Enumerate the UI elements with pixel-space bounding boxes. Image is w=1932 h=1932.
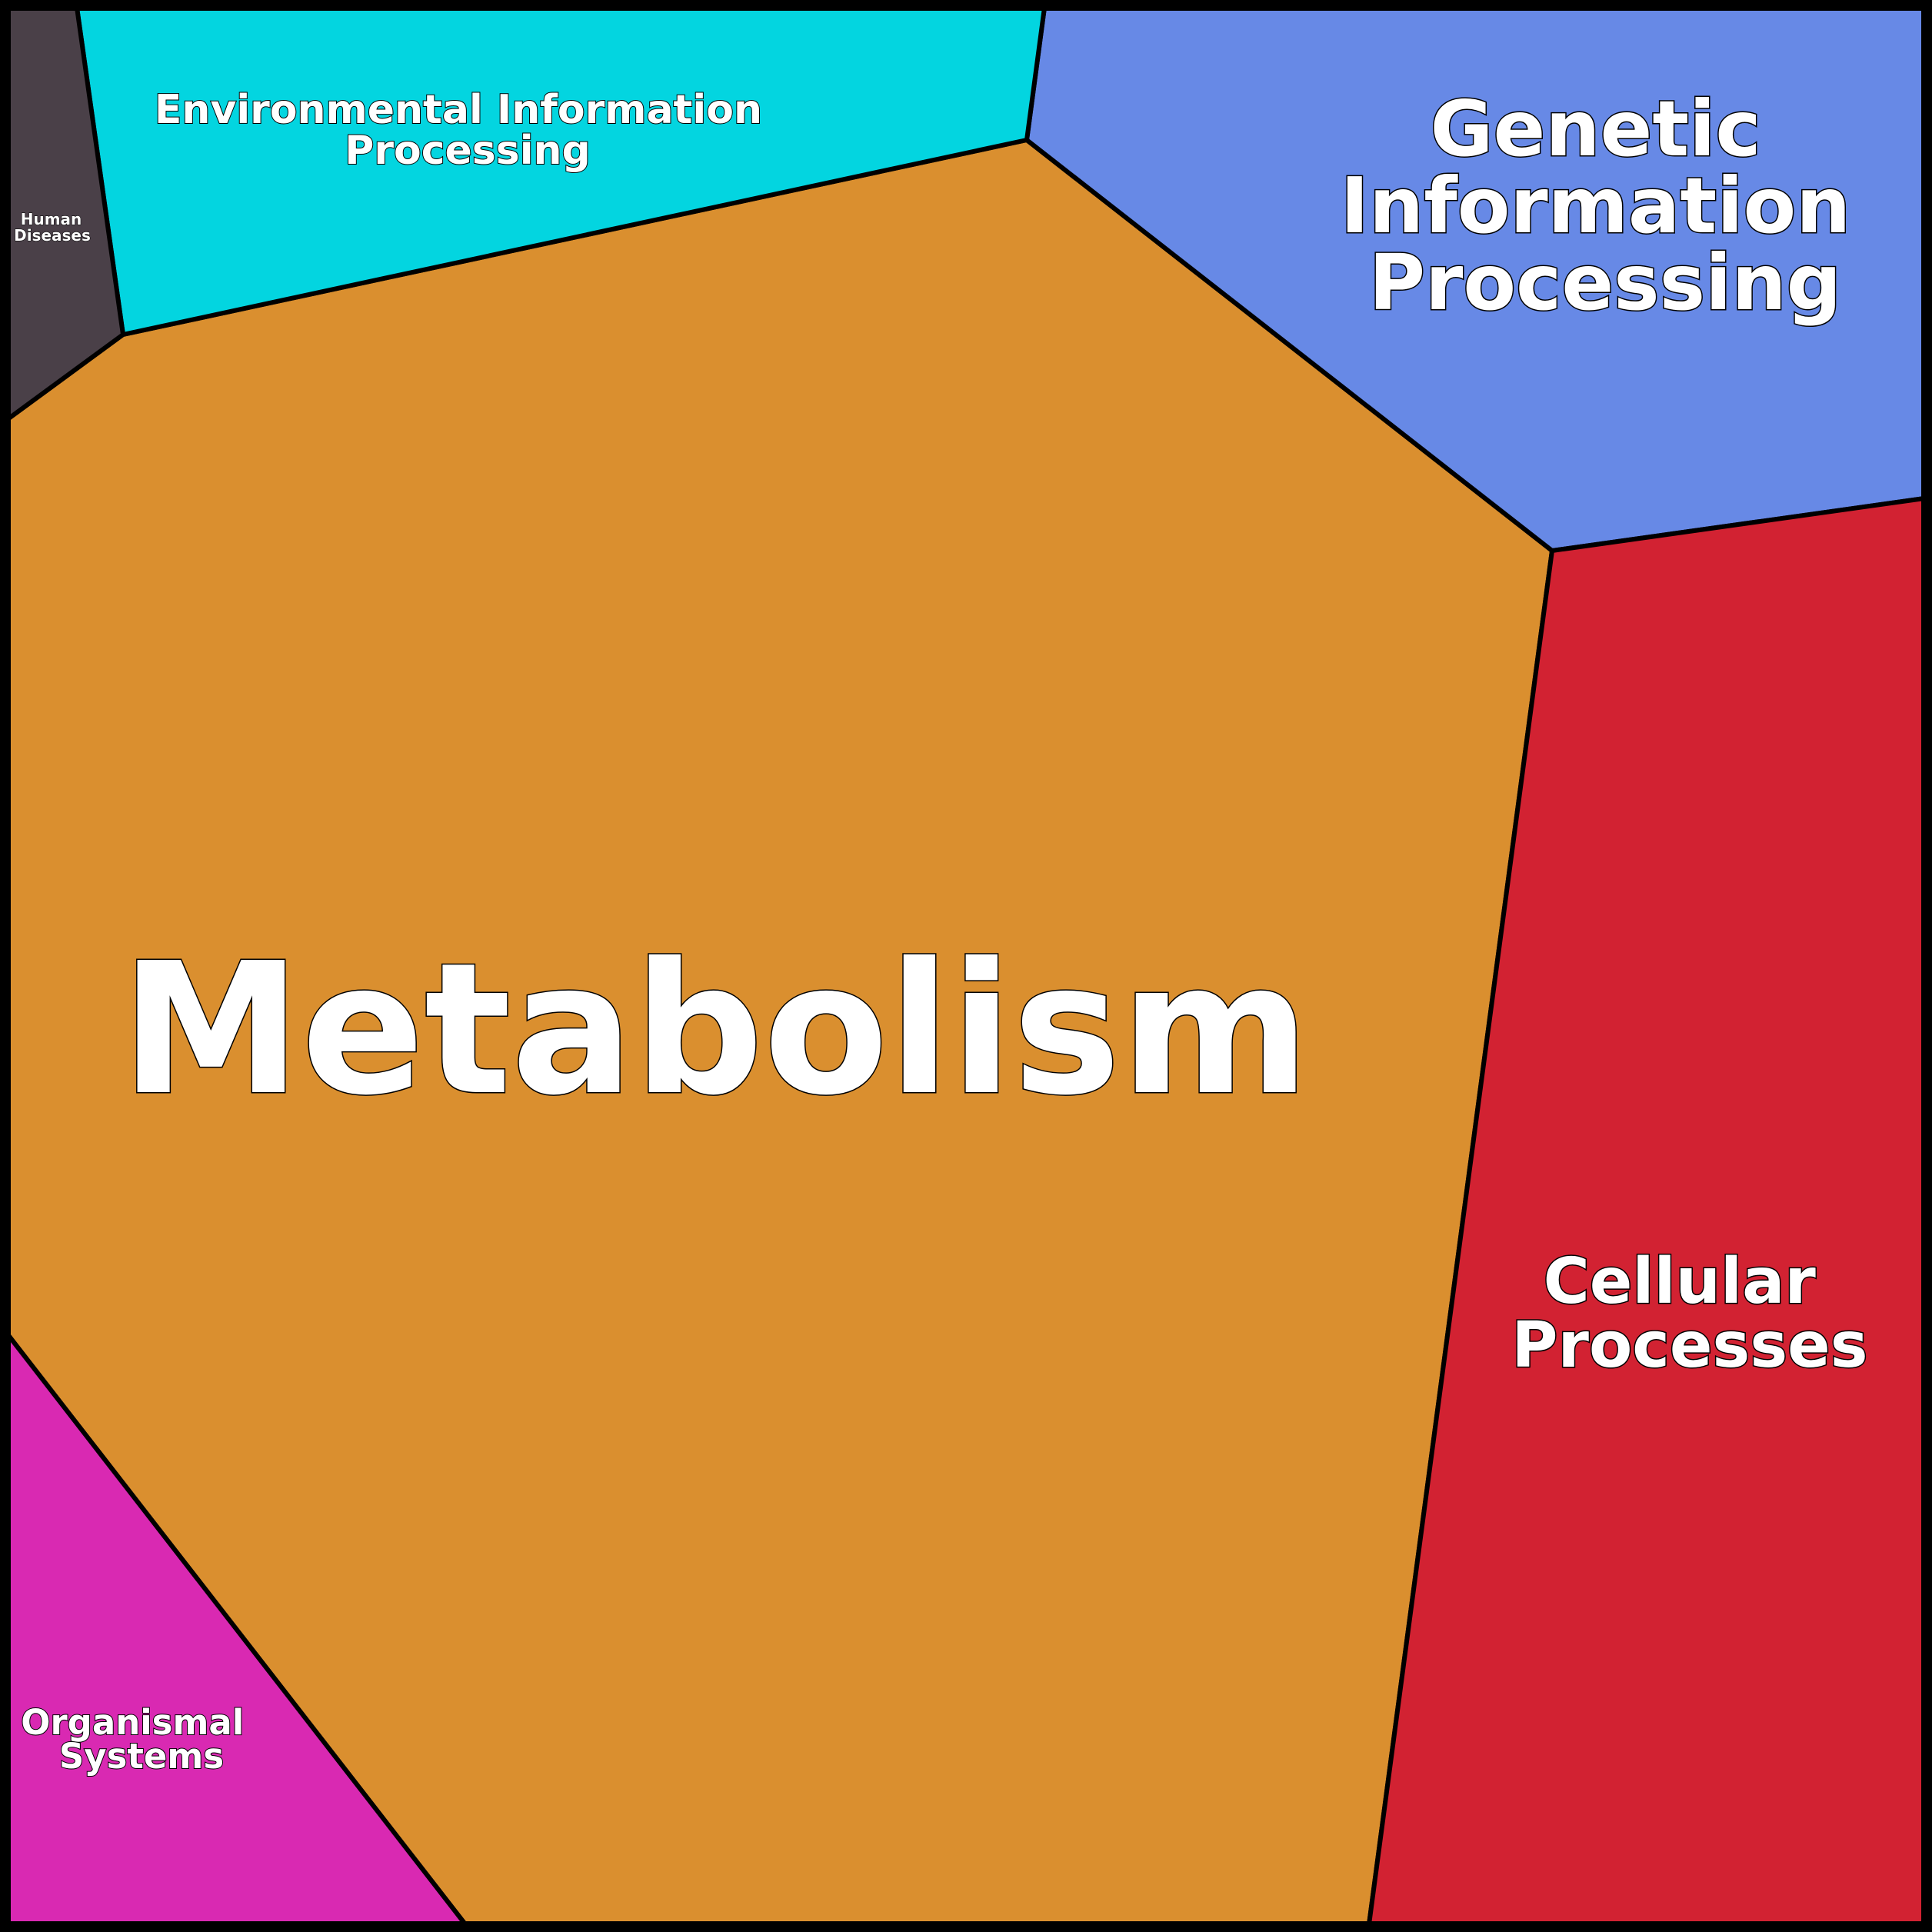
cell-organismal-systems-label-line: Systems	[59, 1736, 224, 1777]
cell-cellular-processes-label-line: Cellular	[1544, 1245, 1817, 1318]
cell-metabolism-label-line: Metabolism	[121, 924, 1310, 1135]
cell-organismal-systems-label-line: Organismal	[21, 1702, 244, 1743]
cell-genetic-information-processing-label-line: Information	[1341, 161, 1851, 251]
cell-genetic-information-processing-label-line: Processing	[1369, 238, 1842, 328]
cell-cellular-processes-label-line: Processes	[1511, 1309, 1867, 1382]
cell-human-diseases-label: Human Diseases	[14, 210, 91, 245]
cell-organismal-systems[interactable]: Organismal Systems	[5, 1332, 468, 1927]
cell-organismal-systems-label: Organismal Systems	[21, 1702, 256, 1777]
cell-human-diseases-label-line: Human	[21, 210, 82, 228]
cell-environmental-information-processing[interactable]: Environmental Information Processing	[75, 5, 1047, 337]
cell-cellular-processes-label: Cellular Processes	[1511, 1245, 1867, 1382]
cell-human-diseases-label-line: Diseases	[14, 226, 91, 245]
cell-cellular-processes[interactable]: Cellular Processes	[1367, 496, 1927, 1927]
cell-environmental-information-processing-label-line: Processing	[345, 128, 591, 174]
cell-genetic-information-processing-label: Genetic Information Processing	[1341, 84, 1877, 328]
cell-genetic-information-processing-label-line: Genetic	[1430, 84, 1760, 174]
cell-environmental-information-processing-label-line: Environmental Information	[155, 87, 762, 133]
cell-metabolism-label: Metabolism	[121, 924, 1310, 1135]
cell-environmental-information-processing-label: Environmental Information Processing	[155, 87, 776, 174]
